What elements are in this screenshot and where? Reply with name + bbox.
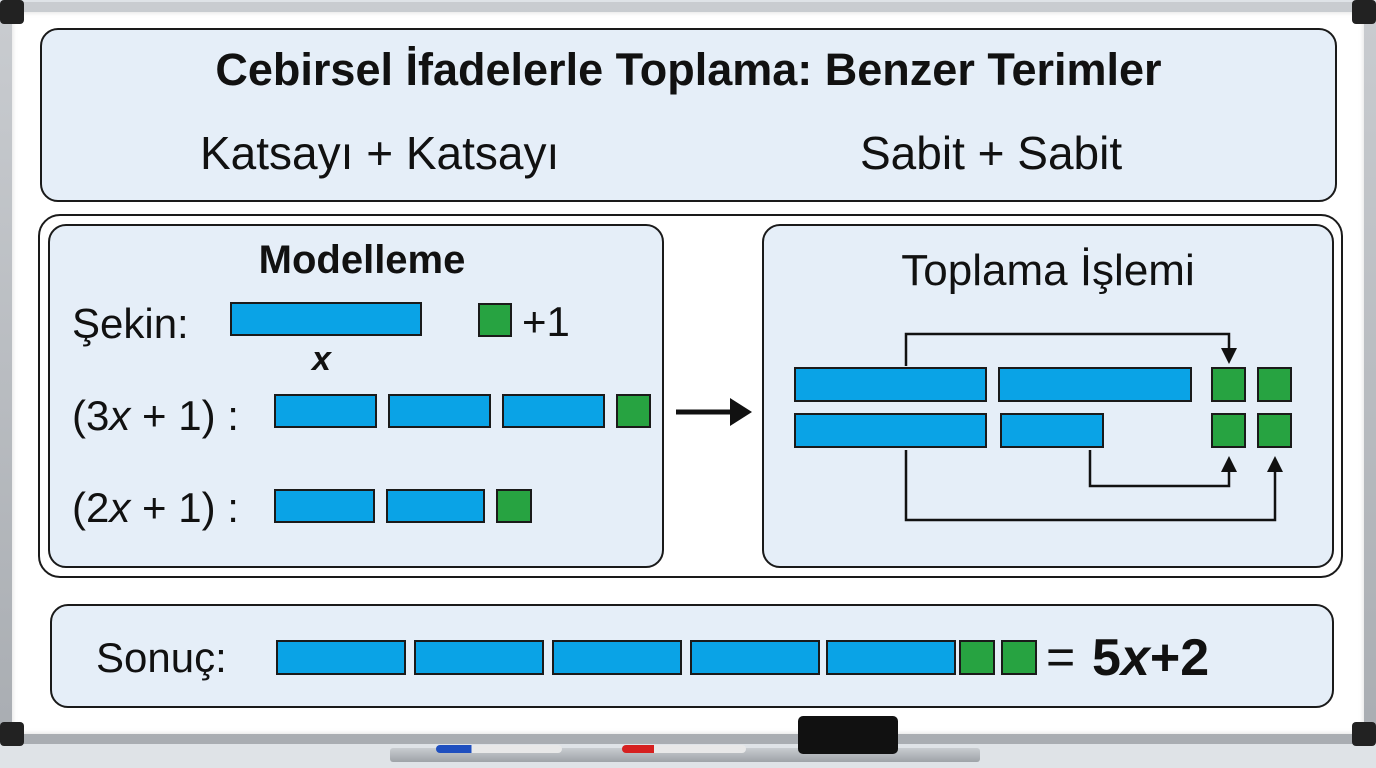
- result-x-bar: [552, 640, 682, 675]
- result-unit-square: [959, 640, 995, 675]
- op-unit-square: [1211, 413, 1246, 448]
- op-unit-square: [1257, 413, 1292, 448]
- red-marker[interactable]: [622, 745, 746, 753]
- header-panel: [40, 28, 1337, 202]
- row1-x-bar: [502, 394, 605, 428]
- row2-expr-pre: (2: [72, 484, 110, 531]
- row2-x-bar: [274, 489, 375, 523]
- op-x-bar: [1000, 413, 1104, 448]
- row1-expr-post: + 1) :: [130, 392, 239, 439]
- result-x-bar: [414, 640, 544, 675]
- op-unit-square: [1257, 367, 1292, 402]
- frame-corner: [0, 722, 24, 746]
- result-equals: =: [1046, 629, 1076, 685]
- row2-x-bar: [386, 489, 485, 523]
- frame-corner: [1352, 0, 1376, 24]
- row2-unit-square: [496, 489, 532, 523]
- row1-unit-square: [616, 394, 651, 428]
- result-x-bar: [690, 640, 820, 675]
- row1-x-bar: [388, 394, 491, 428]
- constant-sum-label: Sabit + Sabit: [860, 127, 1123, 179]
- row2-expr-post: + 1) :: [130, 484, 239, 531]
- result-label: Sonuç:: [96, 634, 227, 681]
- result-expr-post: +2: [1149, 629, 1210, 687]
- result-x-bar: [276, 640, 406, 675]
- page-title: Cebirsel İfadelerle Toplama: Benzer Teri…: [215, 44, 1162, 95]
- frame-corner: [1352, 722, 1376, 746]
- blue-marker[interactable]: [436, 745, 562, 753]
- legend-unit-label: +1: [522, 298, 570, 345]
- row2-expression: (2x + 1) :: [72, 484, 239, 532]
- frame-corner: [0, 0, 24, 24]
- legend-x-bar: [230, 302, 422, 336]
- result-expr-var: x: [1120, 629, 1150, 687]
- coefficient-sum-label: Katsayı + Katsayı: [200, 127, 560, 179]
- row1-x-bar: [274, 394, 377, 428]
- op-x-bar: [998, 367, 1192, 402]
- result-expr-pre: 5: [1092, 629, 1121, 687]
- row2-expr-var: x: [109, 484, 131, 531]
- legend-x-label: x: [312, 340, 331, 378]
- eraser[interactable]: [798, 716, 898, 754]
- op-x-bar: [794, 367, 987, 402]
- result-unit-square: [1001, 640, 1037, 675]
- operation-title: Toplama İşlemi: [901, 246, 1195, 295]
- row1-expression: (3x + 1) :: [72, 392, 239, 440]
- row1-expr-pre: (3: [72, 392, 110, 439]
- row1-expr-var: x: [109, 392, 131, 439]
- result-expression: 5x+2: [1092, 628, 1209, 688]
- result-x-bar: [826, 640, 956, 675]
- legend-label: Şekin:: [72, 300, 189, 347]
- modeling-title: Modelleme: [258, 238, 466, 282]
- op-unit-square: [1211, 367, 1246, 402]
- legend-unit-square: [478, 303, 512, 337]
- op-x-bar: [794, 413, 987, 448]
